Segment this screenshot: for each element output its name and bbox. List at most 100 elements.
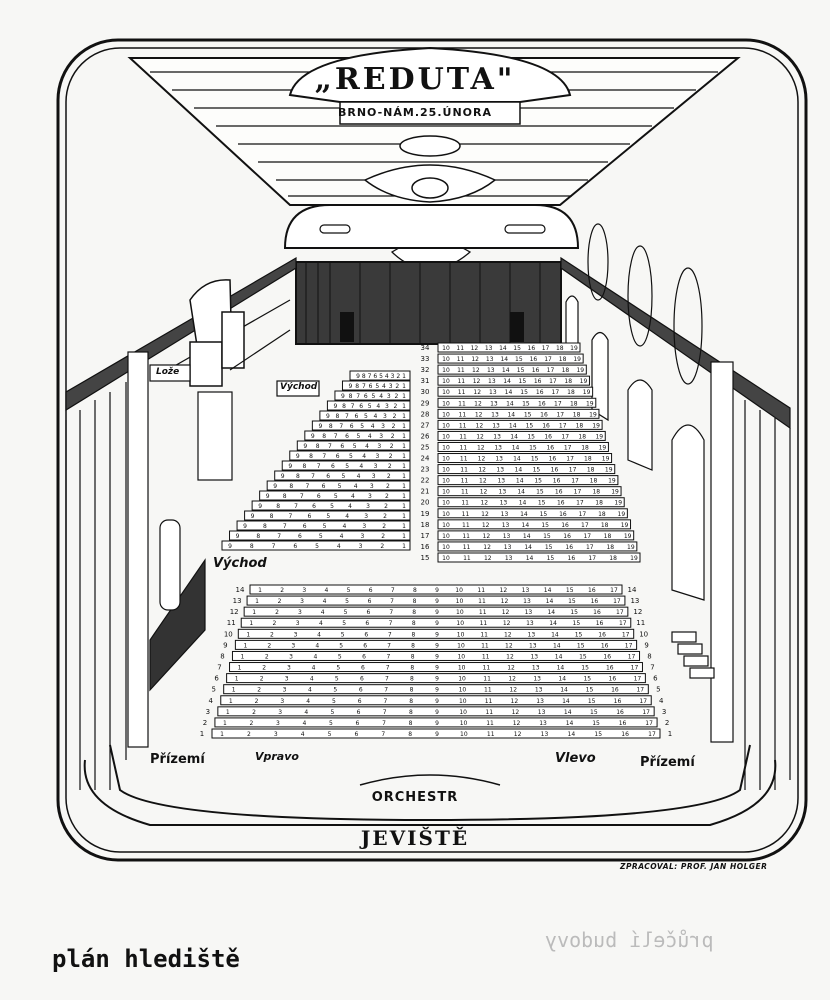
row-number: 16 <box>421 543 430 551</box>
seat-number: 13 <box>497 478 505 485</box>
seat-number: 19 <box>583 389 591 396</box>
seat-row <box>437 419 603 430</box>
seat-number: 12 <box>508 676 516 683</box>
seat-number: 13 <box>529 642 537 649</box>
seat-number: 14 <box>553 642 561 649</box>
seat-number: 16 <box>621 731 629 738</box>
row-number: 34 <box>421 344 430 352</box>
seat-number: 10 <box>442 500 450 507</box>
seat-number: 10 <box>456 620 464 627</box>
seat-number: 15 <box>534 478 542 485</box>
seat-number: 19 <box>592 422 600 429</box>
seat-number: 8 <box>296 473 300 480</box>
seat-row <box>211 728 661 739</box>
seat-number: 15 <box>540 511 548 518</box>
seat-number: 2 <box>250 720 254 727</box>
seat-number: 4 <box>371 423 375 430</box>
seat-number: 19 <box>599 444 607 451</box>
seat-number: 1 <box>235 676 239 683</box>
seat-number: 14 <box>515 467 523 474</box>
seat-number: 16 <box>549 456 557 463</box>
seat-number: 3 <box>387 393 391 400</box>
seat-number: 10 <box>442 367 450 374</box>
seat-number: 14 <box>526 555 534 562</box>
seat-number: 7 <box>277 533 281 540</box>
seat-number: 12 <box>476 433 484 440</box>
seat-number: 5 <box>323 523 327 530</box>
stage-front <box>83 759 777 826</box>
balcony-rail-left <box>65 256 297 412</box>
seat-number: 18 <box>556 345 564 352</box>
back-door-left <box>340 312 354 342</box>
seat-number: 8 <box>412 609 416 616</box>
seat-number: 14 <box>512 444 520 451</box>
seat-number: 4 <box>359 463 363 470</box>
seat-number: 9 <box>435 676 439 683</box>
seat-number: 14 <box>568 731 576 738</box>
seat-number: 4 <box>374 413 378 420</box>
seat-number: 13 <box>541 731 549 738</box>
seat-row <box>249 584 623 595</box>
row-number: 29 <box>421 399 430 407</box>
seat-number: 19 <box>624 533 632 540</box>
row-number: 15 <box>421 554 430 562</box>
seat-number: 8 <box>409 709 413 716</box>
seat-number: 16 <box>551 467 559 474</box>
seat-number: 11 <box>461 478 469 485</box>
seat-number: 17 <box>544 356 552 363</box>
seat-number: 5 <box>347 587 351 594</box>
seat-number: 8 <box>289 483 293 490</box>
seat-number: 17 <box>613 598 621 605</box>
seat-number: 13 <box>538 709 546 716</box>
seat-number: 3 <box>383 413 387 420</box>
seat-number: 17 <box>571 478 579 485</box>
seat-number: 12 <box>479 478 487 485</box>
seat-number: 3 <box>300 598 304 605</box>
seat-number: 13 <box>496 467 504 474</box>
seat-number: 12 <box>471 356 479 363</box>
seat-number: 11 <box>456 345 464 352</box>
seat-number: 9 <box>435 620 439 627</box>
row-number: 19 <box>421 510 430 518</box>
seat-number: 18 <box>587 467 595 474</box>
seat-number: 5 <box>332 698 336 705</box>
seat-number: 5 <box>364 413 368 420</box>
seat-number: 2 <box>265 653 269 660</box>
seat-number: 15 <box>547 555 555 562</box>
seat-number: 10 <box>457 642 465 649</box>
seat-number: 4 <box>376 403 380 410</box>
seat-number: 11 <box>460 467 468 474</box>
seat-number: 17 <box>631 665 639 672</box>
seat-number: 15 <box>543 533 551 540</box>
seat-number: 1 <box>402 523 406 530</box>
right-stairs <box>671 631 715 679</box>
seat-number: 7 <box>383 709 387 716</box>
seat-number: 15 <box>586 687 594 694</box>
seat-number: 12 <box>513 720 521 727</box>
seat-number: 17 <box>610 587 618 594</box>
seat-number: 6 <box>340 443 344 450</box>
seat-number: 13 <box>539 720 547 727</box>
row-number: 1 <box>668 730 672 738</box>
seat-number: 10 <box>442 389 450 396</box>
seat-number: 5 <box>338 653 342 660</box>
seat-number: 13 <box>491 411 499 418</box>
seat-number: 6 <box>355 413 359 420</box>
seat-number: 19 <box>611 489 619 496</box>
seat-number: 14 <box>549 620 557 627</box>
seat-row <box>437 541 638 552</box>
seat-number: 4 <box>324 587 328 594</box>
theatre-title: „REDUTA" <box>314 62 516 97</box>
seat-number: 19 <box>576 367 584 374</box>
seat-number: 11 <box>463 555 471 562</box>
seat-number: 3 <box>374 463 378 470</box>
seat-number: 13 <box>504 544 512 551</box>
seat-number: 2 <box>275 609 279 616</box>
seat-number: 16 <box>611 687 619 694</box>
seat-number: 7 <box>388 631 392 638</box>
seat-number: 1 <box>226 709 230 716</box>
seat-number: 1 <box>402 373 406 380</box>
seat-number: 3 <box>389 383 393 390</box>
seat-number: 2 <box>394 393 398 400</box>
seat-row <box>437 486 622 497</box>
